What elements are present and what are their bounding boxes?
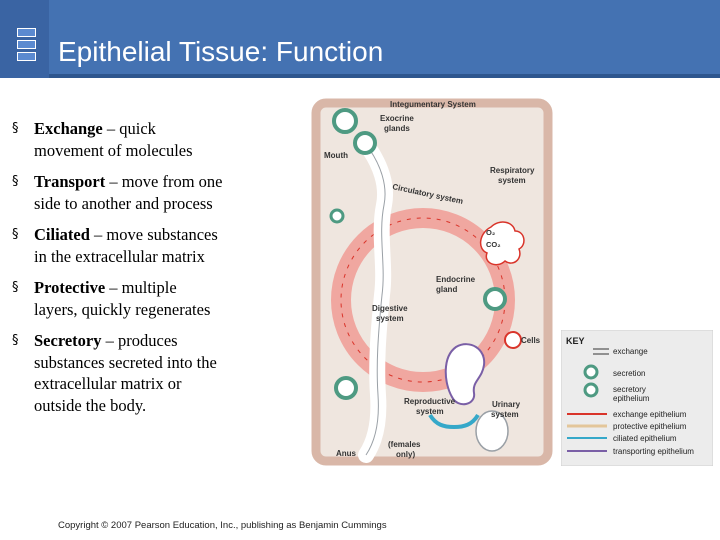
bullet-icon: § — [12, 227, 19, 242]
bullet-text: outside the body. — [34, 395, 147, 415]
bullet-term: Ciliated — [34, 225, 90, 244]
reproductive-tract — [428, 413, 480, 430]
key-secretory: epithelium — [613, 394, 650, 403]
bullet-term: Secretory — [34, 331, 102, 350]
bullet-text: layers, quickly regenerates — [34, 299, 211, 319]
label-respiratory: Respiratory — [490, 166, 535, 175]
bullet-text: – move substances — [89, 225, 218, 244]
label-digestive: system — [376, 314, 404, 323]
bullet-text: in the extracellular matrix — [34, 246, 205, 266]
label-cells: Cells — [521, 336, 541, 345]
label-co2: CO₂ — [486, 240, 501, 249]
secretory-epithelium-icon — [583, 382, 599, 398]
bullet-text: – quick — [102, 119, 156, 138]
label-urinary: system — [491, 410, 519, 419]
key-protective-epithelium: protective epithelium — [613, 422, 687, 431]
logo-bar — [17, 40, 36, 49]
label-exocrine: Exocrine — [380, 114, 414, 123]
cell-icon — [504, 331, 522, 349]
digestive-tract-outline — [365, 149, 386, 456]
copyright-notice: Copyright © 2007 Pearson Education, Inc.… — [58, 520, 387, 531]
bullet-icon: § — [12, 174, 19, 189]
exocrine-gland-icon — [353, 131, 377, 155]
key-transporting-epithelium: transporting epithelium — [613, 447, 694, 456]
label-reproductive: system — [416, 407, 444, 416]
key-panel — [561, 330, 713, 466]
key-secretion: secretion — [613, 369, 645, 378]
bullet-ciliated: § Ciliated – move substances in the extrac… — [12, 224, 302, 267]
label-exocrine: glands — [384, 124, 410, 133]
bullet-term: Exchange — [34, 119, 103, 138]
bullet-term: Transport — [34, 172, 106, 191]
label-o2: O₂ — [486, 228, 495, 237]
label-females: (females — [388, 440, 421, 449]
bullet-text: side to another and process — [34, 193, 213, 213]
bullet-protective: § Protective – multiple layers, quickly re… — [12, 277, 302, 320]
bullet-exchange: § Exchange – quick movement of molecules — [12, 118, 302, 161]
slide-title: Epithelial Tissue: Function — [58, 36, 384, 67]
label-reproductive: Reproductive — [404, 397, 456, 406]
key-exchange: exchange — [613, 347, 648, 356]
bullet-secretory: § Secretory – produces substances secreted… — [12, 330, 302, 416]
key-exchange-epithelium: exchange epithelium — [613, 410, 687, 419]
kidney-icon — [444, 343, 486, 406]
bullet-list: § Exchange – quick movement of molecules §… — [12, 118, 302, 426]
bullet-text: substances secreted into the — [34, 352, 217, 372]
diagram-key: KEY exchange secretion secretory epithel… — [561, 330, 713, 466]
bullet-icon: § — [12, 280, 19, 295]
label-females: only) — [396, 450, 415, 459]
endocrine-gland-icon — [483, 287, 507, 311]
exocrine-gland-icon — [332, 108, 358, 134]
bullet-text: extracellular matrix or — [34, 374, 182, 393]
bullet-text: – produces — [101, 331, 178, 350]
label-respiratory: system — [498, 176, 526, 185]
key-ciliated-epithelium: ciliated epithelium — [613, 434, 677, 443]
secretory-gland-icon — [334, 376, 358, 400]
title-bar — [0, 0, 720, 78]
logo-bar — [17, 28, 36, 37]
epithelium-diagram: Integumentary System Exocrine glands Mou… — [311, 98, 553, 466]
bullet-transport: § Transport – move from one side to anothe… — [12, 171, 302, 214]
bullet-text: movement of molecules — [34, 140, 193, 160]
label-endocrine: gland — [436, 285, 457, 294]
label-urinary: Urinary — [492, 400, 521, 409]
logo-bar — [17, 52, 36, 61]
label-mouth: Mouth — [324, 151, 348, 160]
bullet-text: – multiple — [105, 278, 177, 297]
secretion-icon — [583, 364, 599, 380]
secretory-gland-icon — [329, 208, 345, 224]
key-secretory: secretory — [613, 385, 646, 394]
bullet-term: Protective — [34, 278, 106, 297]
bullet-icon: § — [12, 121, 19, 136]
bullet-icon: § — [12, 333, 19, 348]
label-digestive: Digestive — [372, 304, 408, 313]
label-endocrine: Endocrine — [436, 275, 476, 284]
label-integumentary: Integumentary System — [390, 100, 476, 109]
bladder-icon — [475, 410, 509, 452]
label-anus: Anus — [336, 449, 357, 458]
bullet-text: – move from one — [105, 172, 223, 191]
lung-alveoli-icon — [479, 221, 525, 266]
key-heading: KEY — [566, 336, 585, 346]
logo-icon — [0, 0, 49, 78]
title-bar-rule — [0, 74, 720, 78]
